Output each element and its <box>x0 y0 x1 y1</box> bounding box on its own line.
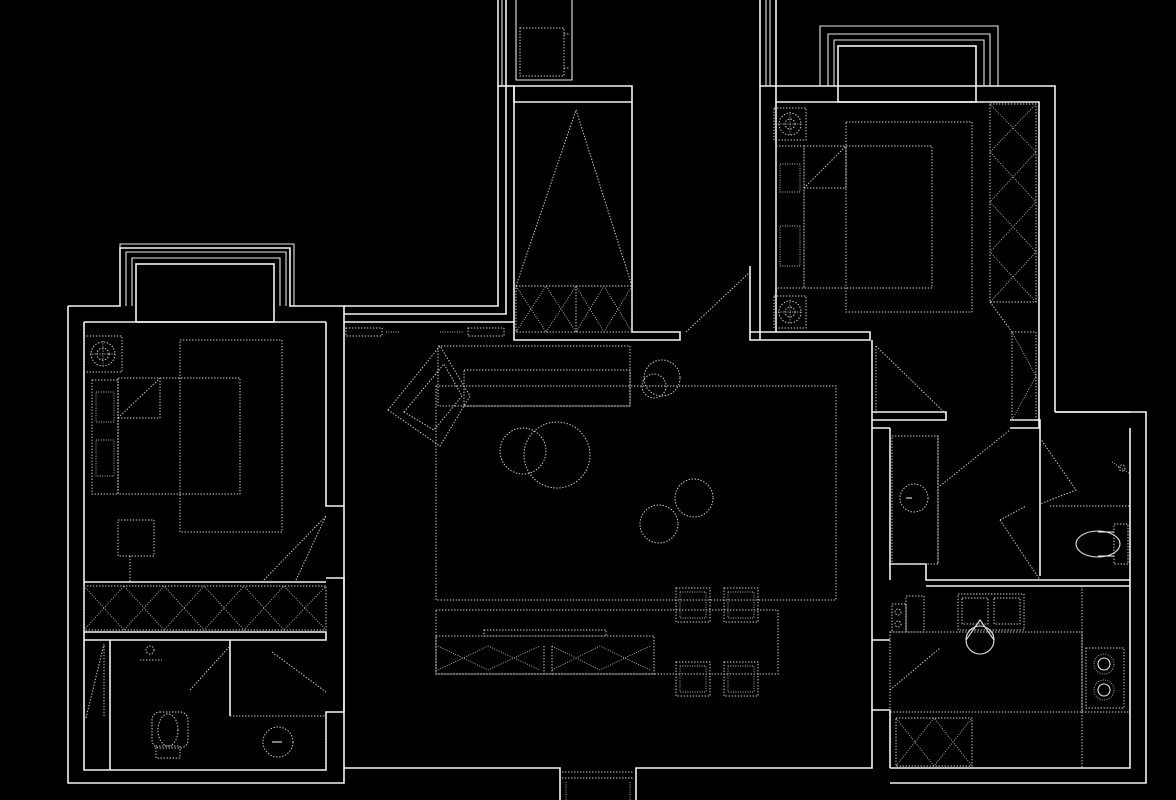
headboard <box>775 145 805 289</box>
wardrobe <box>83 585 327 631</box>
dining-chair <box>723 587 759 623</box>
study <box>345 108 751 337</box>
bay-window-north <box>819 25 999 103</box>
dining-area <box>435 587 779 697</box>
cabinet <box>1011 331 1037 421</box>
sofa-icon <box>387 345 631 447</box>
floor-lamp <box>643 359 681 397</box>
sink-icon <box>262 726 294 758</box>
side-table <box>499 427 547 475</box>
vanity <box>891 435 939 565</box>
dining-chair <box>675 587 711 623</box>
rug <box>435 385 837 601</box>
wall-oven <box>891 603 907 633</box>
toilet-icon <box>1075 523 1129 565</box>
sink-icon <box>899 483 929 513</box>
dining-table-icon <box>435 609 779 675</box>
dining-chair <box>675 661 711 697</box>
bed <box>803 145 933 289</box>
living-room <box>295 345 837 601</box>
chair <box>117 519 155 557</box>
bed <box>117 377 241 495</box>
wardrobe <box>989 103 1037 303</box>
balcony-cabinet <box>519 27 565 77</box>
stool <box>674 478 714 518</box>
sink-icon <box>957 593 1025 655</box>
rug <box>179 339 283 533</box>
kitchen <box>889 586 1130 768</box>
bathroom-west <box>85 643 327 770</box>
stove-icon <box>1085 647 1125 709</box>
toilet-icon <box>151 711 189 759</box>
bedroom-west <box>83 335 327 631</box>
dining-chair <box>723 661 759 697</box>
fridge <box>895 717 973 767</box>
counter <box>889 631 1083 713</box>
balcony-rails <box>497 0 771 86</box>
interior-walls <box>84 102 1130 770</box>
coffee-table <box>523 421 591 489</box>
nightstand-lamp-icon <box>773 107 807 141</box>
entry-door <box>562 771 634 800</box>
stool <box>639 504 679 544</box>
bay-window-west <box>119 243 295 323</box>
radiator <box>345 327 383 337</box>
nightstand-lamp-icon <box>83 335 123 373</box>
shower-icon <box>140 645 162 661</box>
nightstand-lamp-icon <box>773 295 807 329</box>
radiator <box>467 327 505 337</box>
rug <box>845 121 973 313</box>
headboard <box>91 379 119 495</box>
shower-icon <box>1111 461 1131 475</box>
bathroom-east <box>891 429 1131 581</box>
bookshelf <box>515 285 633 333</box>
bedroom-north <box>773 103 1037 421</box>
